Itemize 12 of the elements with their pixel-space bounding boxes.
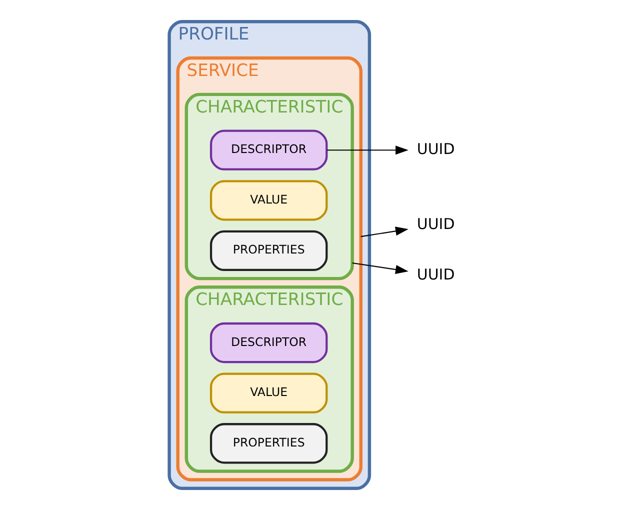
node-box: VALUE xyxy=(210,180,328,221)
node-box: VALUE xyxy=(210,372,328,414)
node-text: UUID xyxy=(416,214,455,233)
node-box: DESCRIPTOR xyxy=(210,130,328,170)
node-box: PROPERTIES xyxy=(210,423,328,464)
node-box: PROPERTIES xyxy=(210,230,328,272)
arrow xyxy=(327,146,408,155)
node-box: DESCRIPTOR xyxy=(210,322,328,364)
arrow xyxy=(352,262,408,274)
arrow xyxy=(360,226,408,238)
node-text: UUID xyxy=(416,140,455,158)
node-text: UUID xyxy=(416,265,455,284)
